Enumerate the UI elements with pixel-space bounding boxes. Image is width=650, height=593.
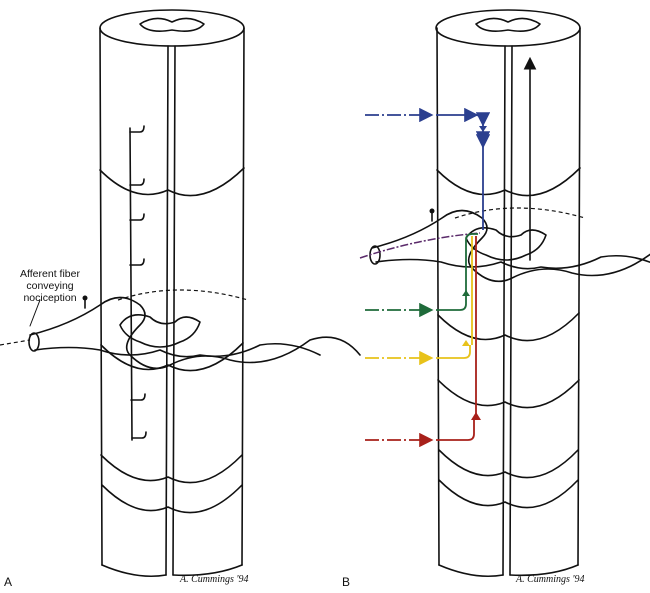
signature-a: A. Cummings '94 [180, 574, 249, 585]
purple-pathway [359, 232, 481, 259]
afferent-fiber-label: Afferent fiber conveying nociception [0, 268, 100, 304]
blue-pathway [436, 115, 483, 230]
panel-letter-a: A [4, 575, 13, 589]
signature-b: A. Cummings '94 [516, 574, 585, 585]
yellow-pathway [436, 236, 473, 359]
red-pathway [436, 236, 477, 441]
spinal-column-b [359, 9, 650, 578]
label-line: conveying [26, 280, 74, 292]
panel-letter-b: B [342, 575, 351, 589]
green-pathway [436, 233, 478, 311]
label-line: Afferent fiber [20, 268, 80, 280]
spinal-column-a [0, 9, 361, 578]
label-line: nociception [23, 292, 77, 304]
